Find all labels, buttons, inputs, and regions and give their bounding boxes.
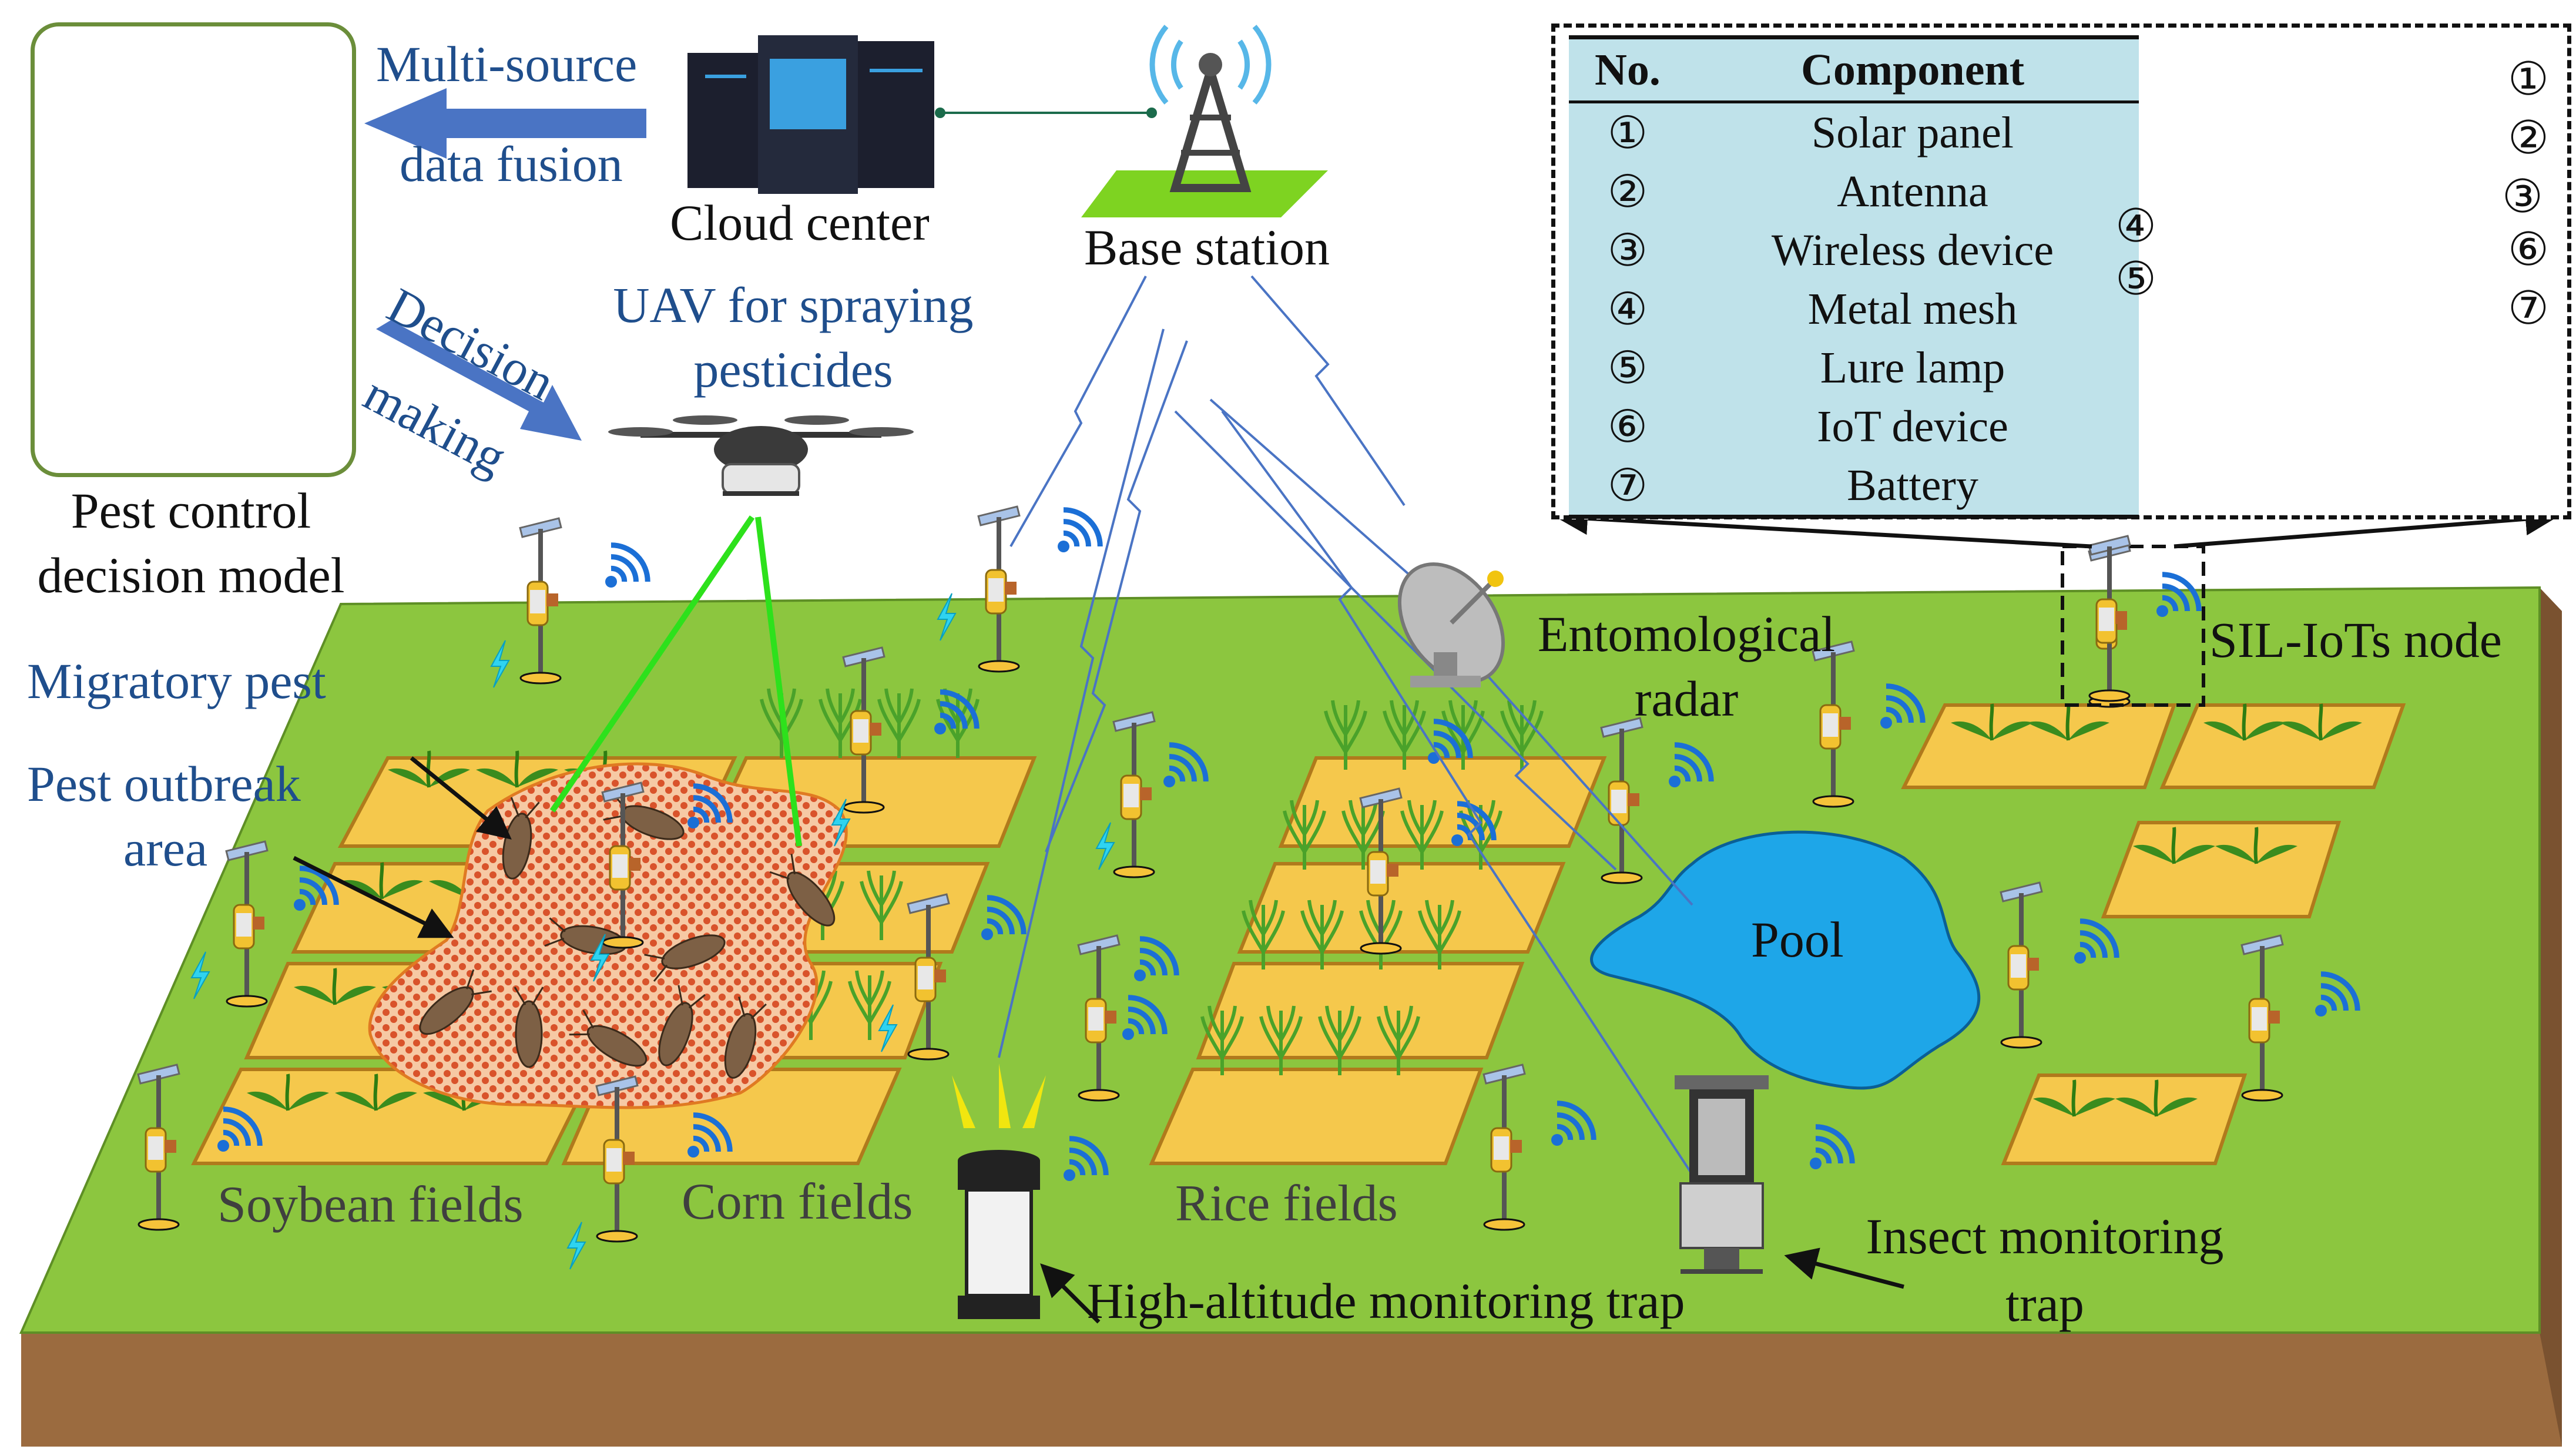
ground-side [21, 1333, 2562, 1447]
cloud-center-icon [687, 35, 934, 194]
soybean-fields-label: Soybean fields [217, 1176, 524, 1233]
row-no: ① [1607, 109, 1648, 158]
sil-node-focus-box [2061, 545, 2205, 707]
callout-4: ④ [2115, 200, 2156, 251]
row-component: IoT device [1817, 401, 2008, 451]
table-row: ⑤ Lure lamp [1569, 338, 2139, 397]
row-no: ④ [1607, 285, 1648, 334]
table-row: ⑥ IoT device [1569, 397, 2139, 456]
high-altitude-trap-label: High-altitude monitoring trap [1087, 1273, 1685, 1329]
row-component: Battery [1686, 456, 2139, 519]
insect-trap-label-line1: Insect monitoring [1866, 1208, 2224, 1264]
high-altitude-trap-icon [952, 1064, 1046, 1319]
radar-label-line1: Entomological [1537, 606, 1836, 662]
table-row: ③ Wireless device [1569, 221, 2139, 280]
entomological-radar-icon [1397, 562, 1505, 687]
insect-monitoring-trap-icon [1675, 1075, 1769, 1274]
uav-label-line2: pesticides [693, 341, 893, 398]
callout-2: ② [2508, 112, 2549, 163]
right-fields [1901, 704, 2406, 1165]
header-no: No. [1569, 35, 1686, 103]
uav-icon [608, 415, 914, 496]
table-row: ② Antenna [1569, 162, 2139, 221]
row-no: ③ [1607, 226, 1648, 276]
callout-7: ⑦ [2508, 283, 2549, 334]
zoom-line-right [2174, 502, 2558, 549]
decision-arrow [376, 320, 582, 441]
radar-label-line2: radar [1634, 670, 1739, 727]
row-component: Solar panel [1811, 108, 2014, 157]
callout-6: ⑥ [2508, 224, 2549, 275]
header-component: Component [1686, 35, 2139, 103]
row-no: ⑦ [1569, 456, 1686, 519]
decision-model-box [31, 22, 356, 477]
callout-1: ① [2508, 53, 2549, 105]
pool-label: Pool [1751, 911, 1844, 968]
pool [1590, 830, 1981, 1090]
row-component: Antenna [1837, 166, 1988, 216]
zoom-line-left [1555, 502, 2092, 549]
row-no: ② [1607, 167, 1648, 217]
outbreak-label-line2: area [123, 820, 208, 877]
component-table: No. Component ① Solar panel ② Antenna ③ Wir… [1569, 35, 2139, 519]
fusion-arrow [364, 88, 646, 159]
cloud-center-label: Cloud center [670, 194, 930, 251]
row-component: Wireless device [1771, 225, 2054, 275]
insect-trap-label-line2: trap [2005, 1276, 2084, 1332]
base-station-icon [1081, 25, 1328, 217]
uav-spray [549, 515, 802, 847]
model-label-line1: Pest control [71, 482, 311, 539]
rice-fields [1149, 700, 1607, 1165]
row-component: Metal mesh [1807, 284, 2018, 334]
callout-3: ③ [2502, 171, 2543, 222]
table-row: ① Solar panel [1569, 102, 2139, 163]
table-row: ④ Metal mesh [1569, 280, 2139, 338]
row-no: ⑥ [1607, 402, 1648, 452]
callout-5: ⑤ [2115, 253, 2156, 304]
fusion-label-line2: data fusion [400, 136, 623, 192]
ground-right-side [2540, 588, 2562, 1447]
row-no: ⑤ [1607, 344, 1648, 393]
fusion-label-line1: Multi-source [376, 36, 638, 92]
annotation-arrows [293, 756, 1904, 1324]
sil-node-label: SIL-IoTs node [2209, 612, 2502, 668]
row-component: Lure lamp [1820, 343, 2005, 392]
table-header-row: No. Component [1569, 35, 2139, 103]
base-station-label: Base station [1084, 219, 1330, 276]
migratory-pest-label: Migratory pest [27, 653, 326, 709]
outbreak-label-line1: Pest outbreak [27, 756, 301, 812]
model-label-line2: decision model [37, 547, 345, 603]
rice-fields-label: Rice fields [1175, 1175, 1398, 1232]
corn-fields-label: Corn fields [682, 1173, 913, 1230]
uav-label-line1: UAV for spraying [613, 277, 974, 333]
